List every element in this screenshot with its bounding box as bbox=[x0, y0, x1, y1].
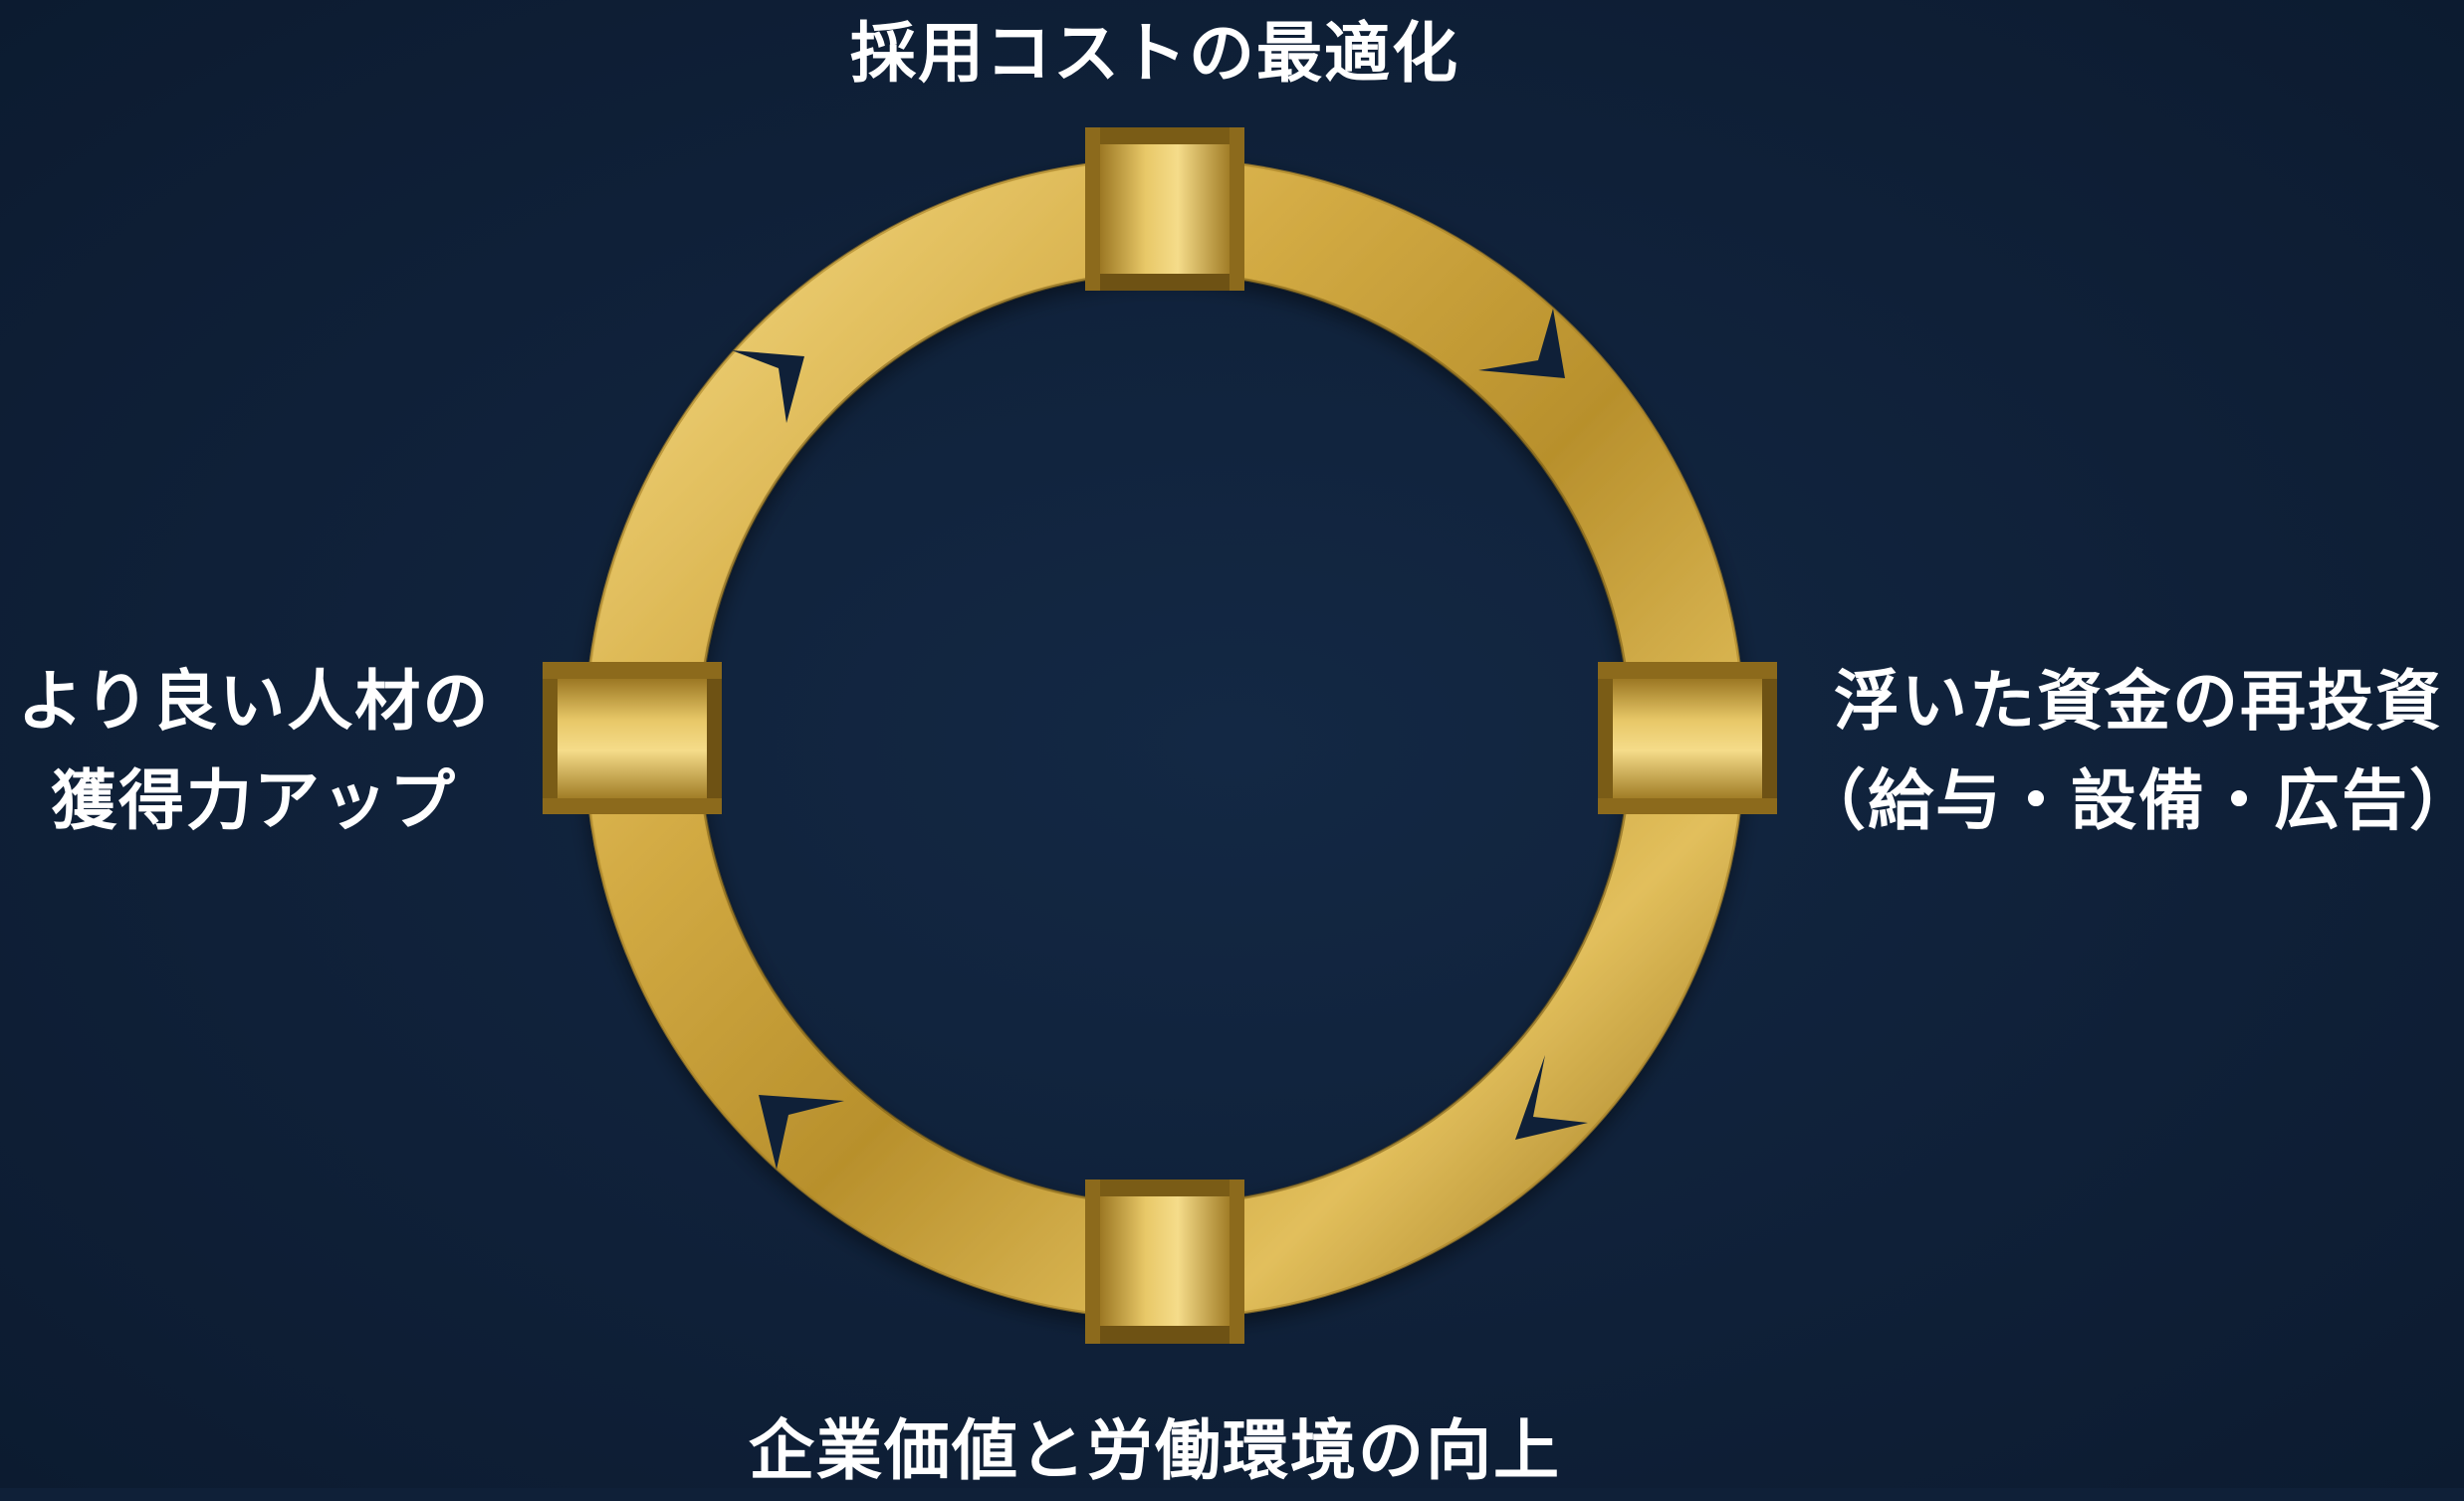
node-right-line-1: 浮いた資金の再投資 bbox=[1834, 663, 2443, 740]
node-left-line-1: より良い人材の bbox=[17, 663, 491, 740]
connector-top bbox=[1085, 127, 1244, 291]
arrow-top-right bbox=[1478, 309, 1565, 378]
node-label-right: 浮いた資金の再投資 （給与・設備・広告） bbox=[1800, 652, 2464, 851]
node-label-bottom: 企業価値と労働環境の向上 bbox=[749, 1401, 1561, 1501]
node-bottom-text: 企業価値と労働環境の向上 bbox=[749, 1412, 1561, 1489]
connector-bottom bbox=[1085, 1179, 1244, 1344]
node-right-line-2: （給与・設備・広告） bbox=[1800, 762, 2464, 839]
node-label-top: 採用コストの最適化 bbox=[850, 4, 1459, 104]
arrow-bottom-right bbox=[1515, 1055, 1588, 1140]
arrow-bottom-left bbox=[759, 1095, 844, 1170]
connector-left bbox=[543, 662, 722, 814]
arrow-top-left bbox=[732, 350, 804, 423]
node-label-left: より良い人材の 獲得力アップ bbox=[18, 652, 491, 851]
node-left-line-2: 獲得力アップ bbox=[51, 762, 457, 839]
node-top-text: 採用コストの最適化 bbox=[850, 15, 1459, 92]
connector-right bbox=[1598, 662, 1777, 814]
